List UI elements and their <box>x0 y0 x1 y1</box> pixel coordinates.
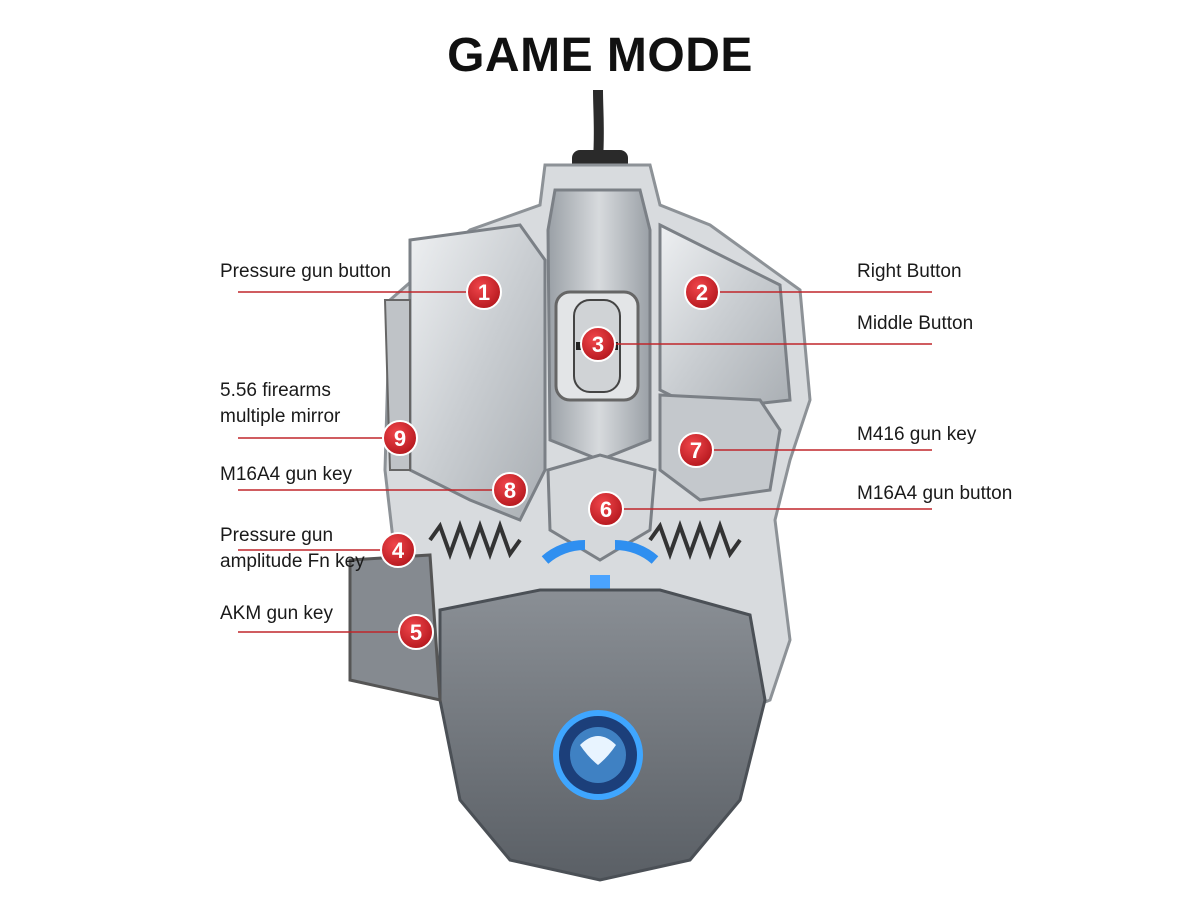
scorpion-logo-icon <box>580 736 616 765</box>
badge-m416-gun-key: 7 <box>678 432 714 468</box>
leader-lines <box>238 291 932 633</box>
badge-fn-key: 4 <box>380 532 416 568</box>
badge-circle <box>492 472 528 508</box>
badge-circle <box>380 532 416 568</box>
page-title: GAME MODE <box>447 29 753 82</box>
cable <box>593 89 604 161</box>
badge-right-button: 2 <box>684 274 720 310</box>
badge-number: 6 <box>600 497 612 522</box>
badge-number: 9 <box>394 426 406 451</box>
badge-m16a4-gun-button: 6 <box>588 491 624 527</box>
right-blue-vent <box>614 539 659 564</box>
badge-circle <box>684 274 720 310</box>
label-m16a4-gun-key: M16A4 gun key <box>220 464 353 485</box>
left-button <box>408 223 547 522</box>
badge-circle <box>678 432 714 468</box>
right-lower-panel <box>658 393 782 502</box>
left-blue-vent <box>541 539 586 564</box>
label-firearms-mirror: 5.56 firearms multiple mirror <box>220 380 341 427</box>
label-m416-gun-key: M416 gun key <box>857 424 977 445</box>
badge-middle-button: 3 <box>580 326 616 362</box>
badge-circle <box>382 420 418 456</box>
badge-number: 8 <box>504 478 516 503</box>
badge-number: 5 <box>410 620 422 645</box>
badge-akm-gun-key: 5 <box>398 614 434 650</box>
badge-number: 4 <box>392 538 405 563</box>
badge-circle <box>466 274 502 310</box>
badges: 1 2 3 9 7 8 6 4 5 <box>380 274 720 650</box>
badge-circle <box>580 326 616 362</box>
badge-m16a4-gun-key: 8 <box>492 472 528 508</box>
label-akm-gun-key: AKM gun key <box>220 603 333 624</box>
badge-number: 3 <box>592 332 604 357</box>
label-right-button: Right Button <box>857 261 962 282</box>
label-fn-key: Pressure gun amplitude Fn key <box>220 525 365 572</box>
right-spring <box>648 520 742 560</box>
badge-circle <box>588 491 624 527</box>
badge-number: 7 <box>690 438 702 463</box>
badge-firearms-mirror: 9 <box>382 420 418 456</box>
left-spring <box>428 520 522 560</box>
badge-pressure-gun-button: 1 <box>466 274 502 310</box>
badge-number: 2 <box>696 280 708 305</box>
badge-circle <box>398 614 434 650</box>
label-pressure-gun-button: Pressure gun button <box>220 261 392 282</box>
badge-number: 1 <box>478 280 490 305</box>
label-middle-button: Middle Button <box>857 313 974 334</box>
label-m16a4-gun-button: M16A4 gun button <box>857 483 1013 504</box>
